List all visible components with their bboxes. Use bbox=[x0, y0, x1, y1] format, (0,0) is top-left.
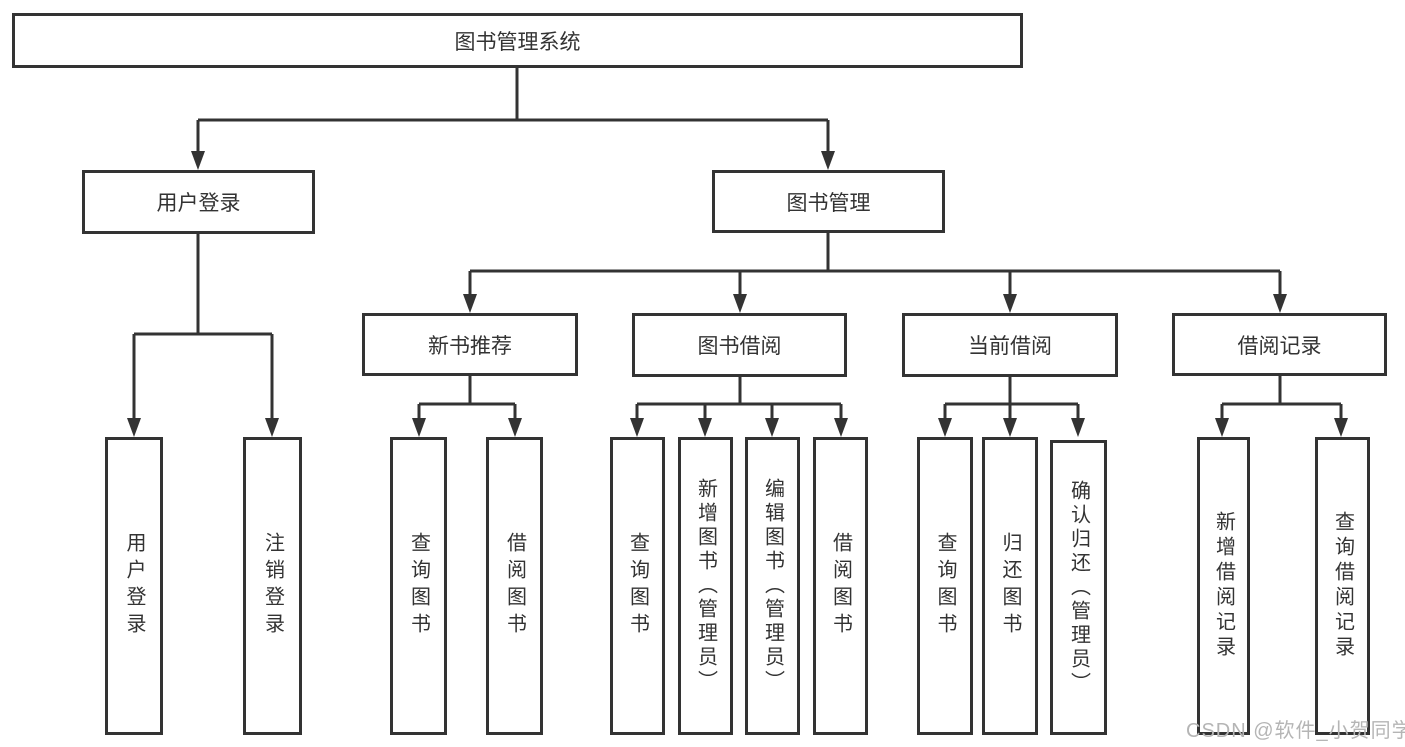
leaf-query-book-current: 查询图书 bbox=[917, 437, 973, 735]
node-new-book-recommend: 新书推荐 bbox=[362, 313, 578, 376]
leaf-borrow-book: 借阅图书 bbox=[813, 437, 868, 735]
leaf-add-book-admin: 新增图书（管理员） bbox=[678, 437, 733, 735]
leaf-confirm-return-admin: 确认归还（管理员） bbox=[1050, 440, 1107, 735]
leaf-logout: 注销登录 bbox=[243, 437, 302, 735]
node-borrow-records: 借阅记录 bbox=[1172, 313, 1387, 376]
node-book-borrow: 图书借阅 bbox=[632, 313, 847, 377]
node-library-management-system: 图书管理系统 bbox=[12, 13, 1023, 68]
csdn-watermark: CSDN @软件_小贺同学 bbox=[1186, 720, 1405, 742]
leaf-query-borrow-record: 查询借阅记录 bbox=[1315, 437, 1370, 735]
leaf-edit-book-admin: 编辑图书（管理员） bbox=[745, 437, 800, 735]
node-current-borrow: 当前借阅 bbox=[902, 313, 1118, 377]
leaf-query-book-recommend: 查询图书 bbox=[390, 437, 447, 735]
leaf-borrow-book-recommend: 借阅图书 bbox=[486, 437, 543, 735]
node-user-login: 用户登录 bbox=[82, 170, 315, 234]
leaf-query-book-borrow: 查询图书 bbox=[610, 437, 665, 735]
node-book-management: 图书管理 bbox=[712, 170, 945, 233]
leaf-add-borrow-record: 新增借阅记录 bbox=[1197, 437, 1250, 735]
leaf-return-book: 归还图书 bbox=[982, 437, 1038, 735]
leaf-user-login: 用户登录 bbox=[105, 437, 163, 735]
